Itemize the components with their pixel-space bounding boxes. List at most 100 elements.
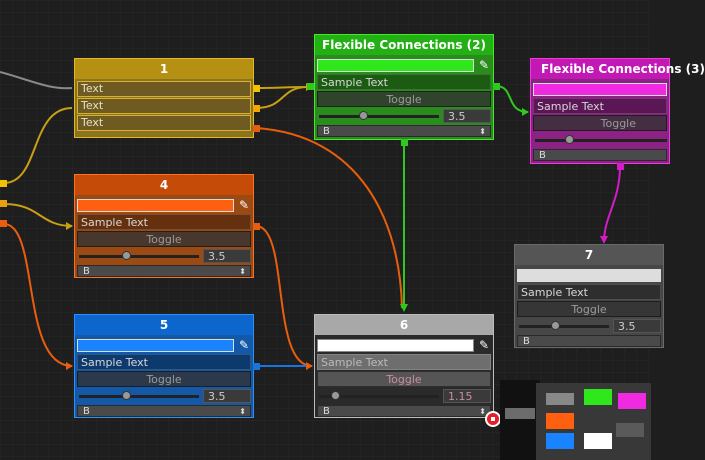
minimap-node-magenta[interactable] bbox=[618, 393, 646, 409]
arrow-green-6 bbox=[400, 304, 408, 312]
node-1-output-port[interactable] bbox=[253, 85, 260, 92]
slider-value[interactable]: 3.5 bbox=[443, 109, 491, 123]
slider-track[interactable] bbox=[535, 134, 667, 144]
color-field[interactable]: ✎ bbox=[77, 197, 251, 213]
slider-thumb[interactable] bbox=[331, 390, 340, 400]
node-2-output-port[interactable] bbox=[493, 83, 500, 90]
slider-thumb[interactable] bbox=[551, 320, 561, 330]
color-swatch[interactable] bbox=[317, 58, 474, 72]
node-5[interactable]: 5 ✎ Sample Text Toggle 3.5 B ⬍ bbox=[74, 314, 254, 418]
eyedropper-icon[interactable]: ✎ bbox=[478, 338, 490, 352]
toggle-button[interactable]: Toggle bbox=[317, 371, 491, 387]
node-flexible-connections-2[interactable]: Flexible Connections (2) ✎ Sample Text T… bbox=[314, 34, 494, 140]
eyedropper-icon[interactable]: ✎ bbox=[238, 338, 250, 352]
toggle-button[interactable]: Toggle bbox=[533, 115, 667, 131]
updown-arrow-icon: ⬍ bbox=[479, 127, 486, 136]
node-1-output-port-2[interactable] bbox=[253, 105, 260, 112]
minimap-node-green[interactable] bbox=[584, 389, 612, 405]
color-field[interactable]: ✎ bbox=[317, 337, 491, 353]
slider-value[interactable]: 3.5 bbox=[613, 319, 661, 333]
color-swatch[interactable] bbox=[533, 82, 667, 96]
minimap-panel[interactable] bbox=[536, 383, 651, 460]
node-4[interactable]: 4 ✎ Sample Text Toggle 3.5 B ⬍ bbox=[74, 174, 254, 278]
node-7[interactable]: 7 Sample Text Toggle 3.5 B bbox=[514, 244, 664, 348]
color-swatch[interactable] bbox=[77, 198, 234, 212]
text-field-2[interactable]: Text bbox=[77, 98, 251, 114]
color-field[interactable]: ✎ bbox=[317, 57, 491, 73]
node-1-output-port-3[interactable] bbox=[253, 125, 260, 132]
slider-track[interactable] bbox=[519, 320, 609, 330]
dropdown[interactable]: B ⬍ bbox=[317, 405, 491, 417]
color-field[interactable] bbox=[517, 267, 661, 283]
dropdown[interactable]: B ⬍ bbox=[317, 125, 491, 137]
node-5-output-port[interactable] bbox=[253, 363, 260, 370]
wire-magenta-1 bbox=[603, 165, 621, 241]
node-3-bottom-port[interactable] bbox=[617, 163, 624, 170]
dropdown-value: B bbox=[323, 406, 330, 417]
dropdown[interactable]: B ⬍ bbox=[77, 265, 251, 277]
minimap-node-white[interactable] bbox=[584, 433, 612, 449]
color-field[interactable] bbox=[533, 81, 667, 97]
node-2-bottom-port[interactable] bbox=[401, 139, 408, 146]
color-field[interactable]: ✎ bbox=[77, 337, 251, 353]
dropdown[interactable]: B bbox=[533, 149, 667, 161]
slider-value[interactable]: 3.5 bbox=[203, 389, 251, 403]
eyedropper-icon[interactable]: ✎ bbox=[478, 58, 490, 72]
toggle-button[interactable]: Toggle bbox=[317, 91, 491, 107]
sample-text-field[interactable]: Sample Text bbox=[77, 214, 251, 230]
slider-track[interactable] bbox=[79, 390, 199, 400]
arrow-orange-6 bbox=[306, 362, 313, 370]
offscreen-port-yellow-2[interactable] bbox=[0, 200, 7, 207]
node-4-output-port[interactable] bbox=[253, 223, 260, 230]
slider-value[interactable]: 3.5 bbox=[203, 249, 251, 263]
remove-icon[interactable] bbox=[485, 411, 501, 427]
node-flexible-connections-3[interactable]: Flexible Connections (3) Sample Text Tog… bbox=[530, 58, 705, 164]
slider-track[interactable] bbox=[319, 390, 439, 400]
sample-text-field[interactable]: Sample Text bbox=[517, 284, 661, 300]
slider-track[interactable] bbox=[79, 250, 199, 260]
slider-thumb[interactable] bbox=[122, 250, 132, 260]
color-swatch[interactable] bbox=[317, 338, 474, 352]
toggle-button[interactable]: Toggle bbox=[77, 371, 251, 387]
minimap-node-blue[interactable] bbox=[546, 433, 574, 449]
sample-text-field[interactable]: Sample Text bbox=[317, 74, 491, 90]
node-6[interactable]: 6 ✎ Sample Text Toggle 1.15 B ⬍ bbox=[314, 314, 494, 418]
eyedropper-icon[interactable]: ✎ bbox=[238, 198, 250, 212]
slider[interactable]: 3.5 bbox=[317, 108, 491, 124]
node-1[interactable]: 1 Text Text Text bbox=[74, 58, 254, 138]
sample-text-field[interactable]: Sample Text bbox=[533, 98, 667, 114]
minimap-node-orange[interactable] bbox=[546, 413, 574, 429]
minimap-node-darkgray[interactable] bbox=[616, 423, 644, 437]
minimap-node-gray[interactable] bbox=[546, 393, 574, 405]
text-field-1[interactable]: Text bbox=[77, 81, 251, 97]
arrow-yellow-4 bbox=[66, 222, 73, 230]
color-swatch[interactable] bbox=[77, 338, 234, 352]
wire-green-1 bbox=[495, 85, 529, 113]
node-title: 4 bbox=[75, 175, 253, 195]
offscreen-port-orange[interactable] bbox=[0, 220, 7, 227]
slider[interactable] bbox=[533, 132, 667, 148]
slider-track[interactable] bbox=[319, 110, 439, 120]
toggle-button[interactable]: Toggle bbox=[77, 231, 251, 247]
sample-text-field[interactable]: Sample Text bbox=[317, 354, 491, 370]
arrow-green-3 bbox=[522, 108, 529, 116]
color-swatch[interactable] bbox=[517, 268, 661, 282]
dropdown[interactable]: B ⬍ bbox=[77, 405, 251, 417]
slider-value[interactable]: 1.15 bbox=[443, 389, 491, 403]
offscreen-port-yellow[interactable] bbox=[0, 180, 7, 187]
slider-thumb[interactable] bbox=[358, 110, 368, 120]
wire-orange-1 bbox=[255, 127, 403, 309]
dropdown[interactable]: B bbox=[517, 335, 661, 347]
slider-thumb[interactable] bbox=[122, 390, 132, 400]
node-2-input-port[interactable] bbox=[307, 83, 314, 90]
remove-icon-square bbox=[491, 417, 495, 421]
wire-orange-4 bbox=[255, 225, 313, 367]
slider[interactable]: 3.5 bbox=[77, 388, 251, 404]
slider-thumb[interactable] bbox=[565, 134, 574, 144]
slider[interactable]: 1.15 bbox=[317, 388, 491, 404]
toggle-button[interactable]: Toggle bbox=[517, 301, 661, 317]
sample-text-field[interactable]: Sample Text bbox=[77, 354, 251, 370]
slider[interactable]: 3.5 bbox=[517, 318, 661, 334]
text-field-3[interactable]: Text bbox=[77, 115, 251, 131]
slider[interactable]: 3.5 bbox=[77, 248, 251, 264]
